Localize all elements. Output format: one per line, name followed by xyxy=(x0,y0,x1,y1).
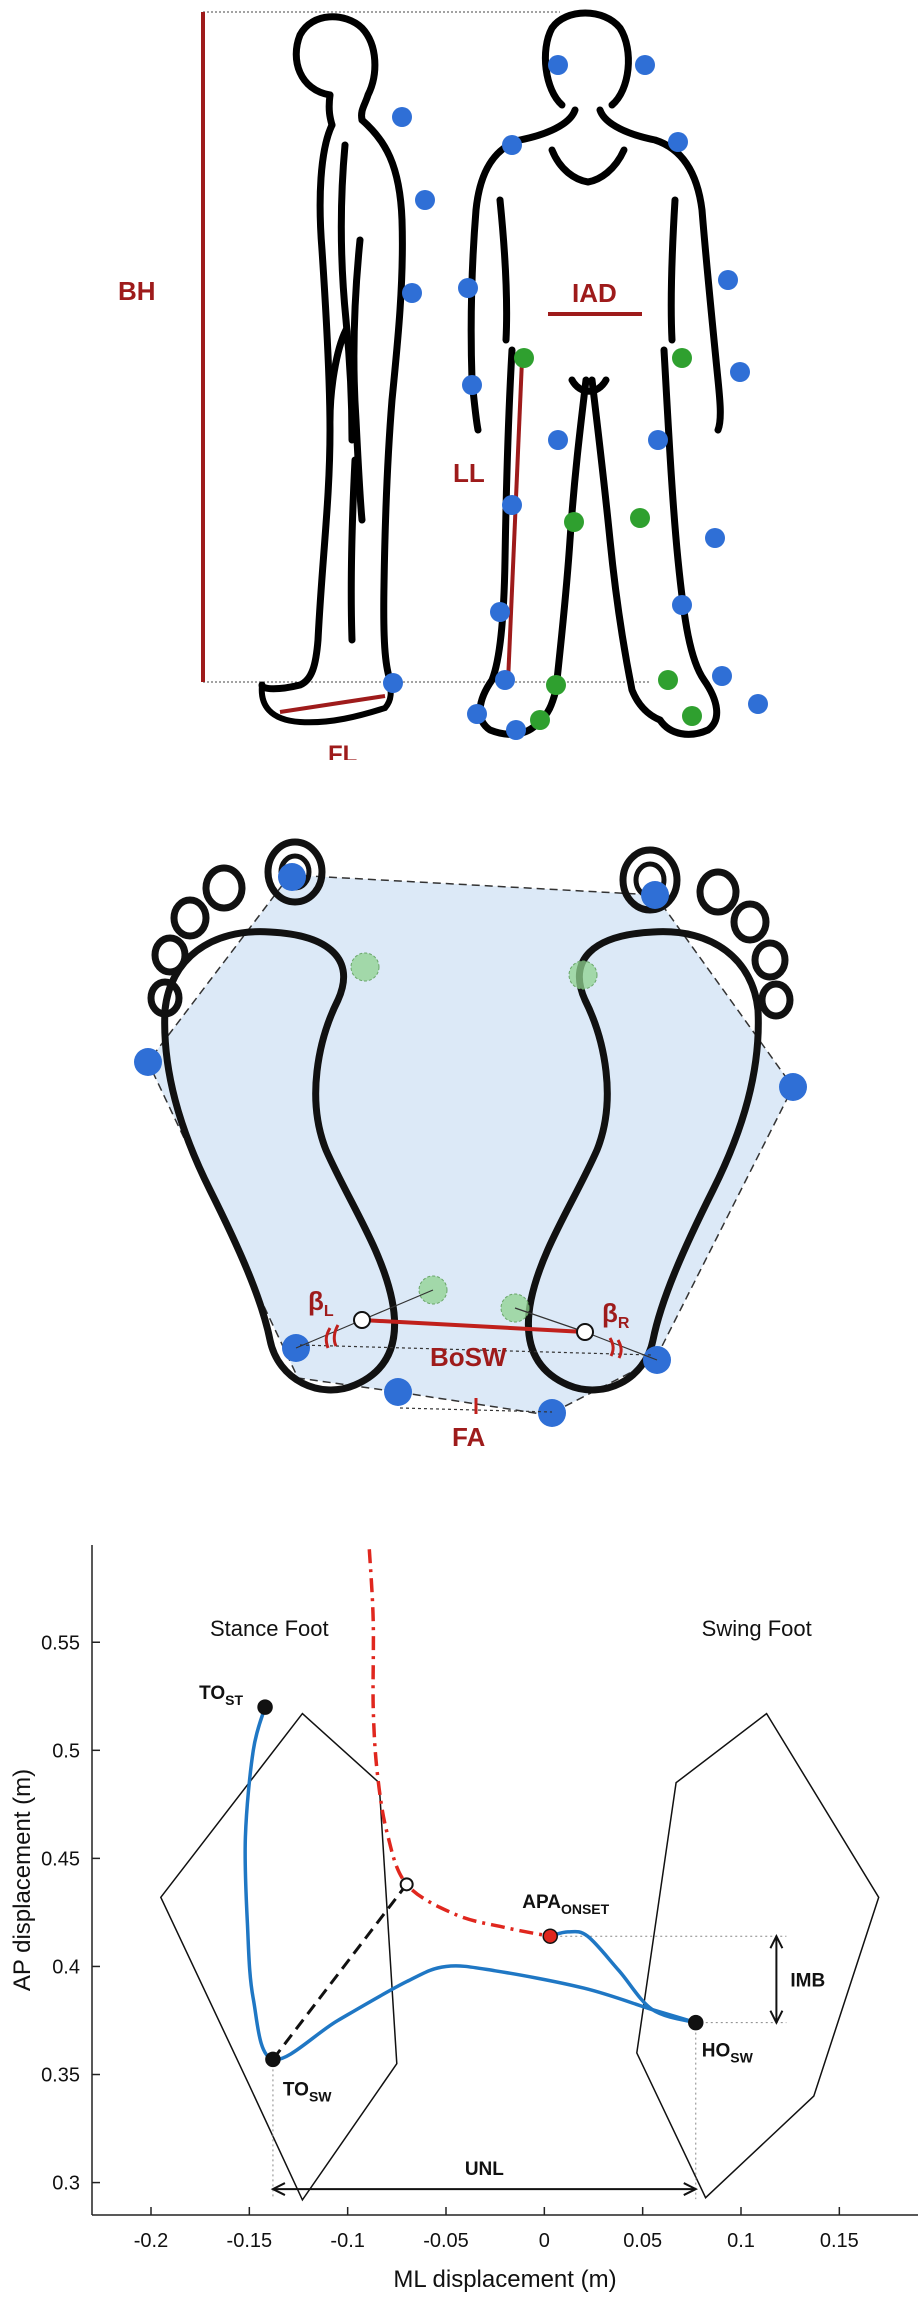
apa-onset-point xyxy=(542,1928,558,1944)
stance-foot-label: Stance Foot xyxy=(210,1616,329,1641)
y-tick-label: 0.55 xyxy=(41,1632,80,1654)
right-foot xyxy=(524,846,794,1394)
swing-foot-polygon xyxy=(636,1712,880,2199)
x-tick-label: 0 xyxy=(539,2230,550,2252)
fl-label: FL xyxy=(328,741,357,760)
x-tick-label: -0.15 xyxy=(227,2230,273,2252)
bos-blue-markers xyxy=(134,863,807,1427)
y-tick-label: 0.4 xyxy=(52,1956,80,1978)
front-view-figure xyxy=(467,9,724,738)
imb-label: IMB xyxy=(790,1970,825,1991)
front-markers-blue xyxy=(458,55,768,740)
com-trajectory xyxy=(367,1549,551,1938)
x-tick-label: -0.2 xyxy=(134,2230,168,2252)
to-sw-label: TOSW xyxy=(283,2079,332,2104)
iad-label: IAD xyxy=(572,278,617,308)
x-tick-label: 0.1 xyxy=(727,2230,755,2252)
chart-axes: -0.2 -0.15 -0.1 -0.05 0 0.05 0.1 0.15 0.3 0.35 0.4… xyxy=(41,1545,918,2252)
bos-polygon xyxy=(147,874,794,1416)
body-anthropometry-panel: BH FL IAD LL xyxy=(118,9,768,760)
imb-arrow-head-top xyxy=(769,1933,784,1949)
ll-label: LL xyxy=(453,458,485,488)
front-markers-green xyxy=(514,348,702,730)
y-tick-label: 0.3 xyxy=(52,2173,80,2195)
com-projection-point xyxy=(399,1877,414,1892)
beta-r-arc xyxy=(608,1337,623,1359)
bosw-label: BoSW xyxy=(430,1342,507,1372)
beta-l-label: βL xyxy=(308,1286,334,1320)
ho-sw-point xyxy=(688,2014,704,2031)
y-tick-label: 0.35 xyxy=(41,2065,80,2087)
x-tick-label: -0.05 xyxy=(423,2230,469,2252)
to-st-label: TOST xyxy=(199,1683,243,1708)
side-view-figure xyxy=(258,13,406,693)
side-markers xyxy=(383,107,435,693)
y-tick-label: 0.45 xyxy=(41,1848,80,1870)
bh-label: BH xyxy=(118,276,156,306)
stance-foot-polygon xyxy=(159,1712,398,2202)
x-tick-label: 0.15 xyxy=(820,2230,859,2252)
x-tick-label: -0.1 xyxy=(330,2230,364,2252)
ho-sw-label: HOSW xyxy=(702,2041,754,2066)
bosw-right-point xyxy=(576,1323,594,1341)
apa-cop-path xyxy=(549,1929,697,2025)
swing-foot-label: Swing Foot xyxy=(702,1616,812,1641)
x-axis-label: ML displacement (m) xyxy=(393,2266,616,2293)
cop-trajectory xyxy=(243,1706,697,2062)
angle-construction-lines xyxy=(295,1289,658,1413)
bosw-bar xyxy=(361,1318,586,1334)
to-st-point xyxy=(257,1699,273,1715)
unl-label: UNL xyxy=(465,2159,504,2180)
unl-arrow-head-right xyxy=(683,2182,699,2196)
side-foot-outline xyxy=(258,680,394,726)
to-sw-point xyxy=(265,2051,281,2068)
fa-label: FA xyxy=(452,1422,485,1452)
x-tick-label: 0.05 xyxy=(623,2230,662,2252)
y-axis-label: AP displacement (m) xyxy=(9,1769,36,1991)
chart-marks: TOST TOSW APAONSET HOSW IMB UNL xyxy=(159,1549,880,2202)
ll-bar xyxy=(506,359,524,683)
imb-arrow-head-bottom xyxy=(769,2010,784,2025)
bosw-left-point xyxy=(353,1311,371,1329)
unl-arrow-head-left xyxy=(270,2182,286,2196)
left-foot xyxy=(147,838,399,1394)
cop-com-chart: -0.2 -0.15 -0.1 -0.05 0 0.05 0.1 0.15 0.3 0.35 0.4… xyxy=(9,1545,918,2293)
fl-bar xyxy=(279,694,386,714)
base-of-support-panel: BoSW βL βR FA xyxy=(134,838,807,1452)
beta-l-arc xyxy=(324,1324,340,1349)
apa-onset-label: APAONSET xyxy=(522,1892,609,1917)
y-tick-label: 0.5 xyxy=(52,1740,80,1762)
beta-r-label: βR xyxy=(602,1298,630,1332)
